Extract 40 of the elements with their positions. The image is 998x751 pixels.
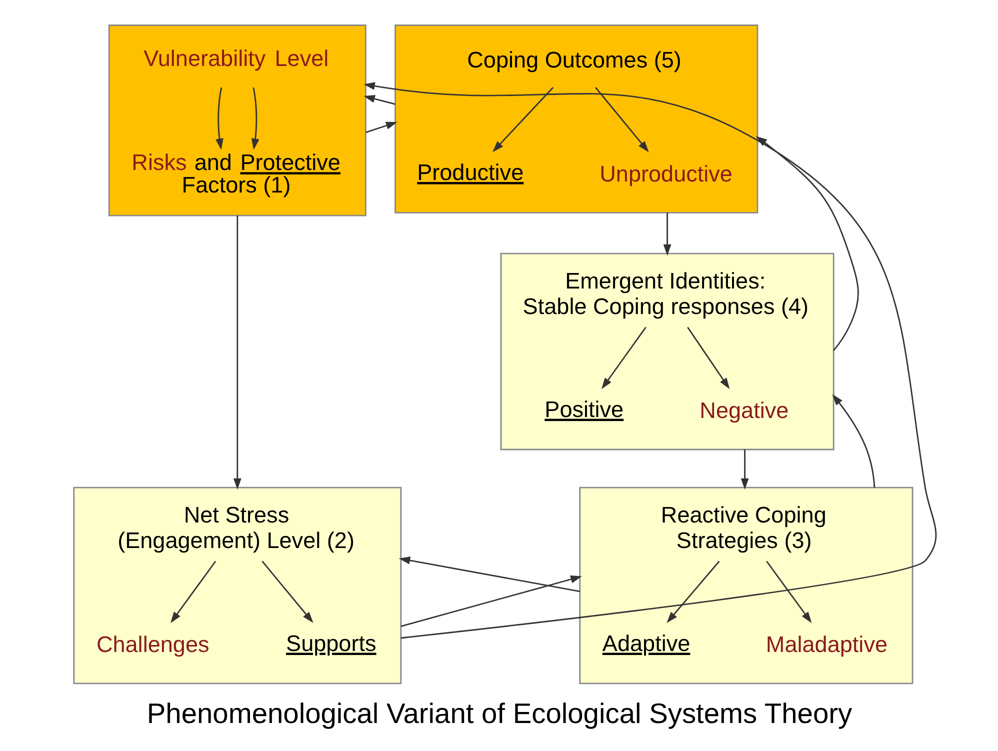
arrow [215, 87, 223, 150]
node-text: Supports [286, 630, 376, 656]
arrow [601, 326, 646, 390]
node-text: Net Stress (Engagement) Level (2) [117, 502, 354, 553]
node-text: Positive [544, 396, 624, 422]
arrow [398, 556, 580, 592]
node-text: Negative [699, 398, 788, 424]
node-text: Vulnerability Level [143, 46, 328, 71]
arrow [686, 326, 730, 390]
caption: Phenomenological Variant of Ecological Systems Theory [146, 696, 852, 729]
arrow [363, 82, 936, 639]
arrow [170, 560, 216, 624]
arrow [400, 575, 582, 627]
node-text: Reactive Coping Strategies (3) [660, 502, 826, 553]
arrow [363, 95, 395, 105]
arrow [594, 87, 648, 152]
arrow [232, 216, 241, 490]
node-text: Risks and Protective Factors (1) [131, 150, 340, 198]
arrow [666, 560, 720, 623]
arrow [832, 394, 875, 488]
arrow [364, 122, 397, 134]
arrow [740, 450, 748, 490]
cluster [578, 486, 913, 684]
node-text: Coping Outcomes (5) [466, 47, 681, 72]
arrow [261, 560, 313, 623]
node-text: Unproductive [599, 161, 732, 186]
arrow [492, 86, 554, 152]
node-text: Emergent Identities: Stable Coping responses (4) [522, 268, 808, 319]
cluster [72, 486, 402, 684]
arrow [250, 87, 259, 150]
arrow [662, 212, 671, 256]
cluster [394, 24, 758, 214]
node-text: Maladaptive [765, 632, 888, 658]
cluster [500, 252, 834, 450]
arrow [766, 560, 812, 624]
node-text: Challenges [96, 632, 209, 658]
node-text: Adaptive [602, 630, 690, 656]
node-text: Productive [416, 160, 524, 186]
cluster [108, 24, 366, 216]
arrow [755, 136, 858, 351]
